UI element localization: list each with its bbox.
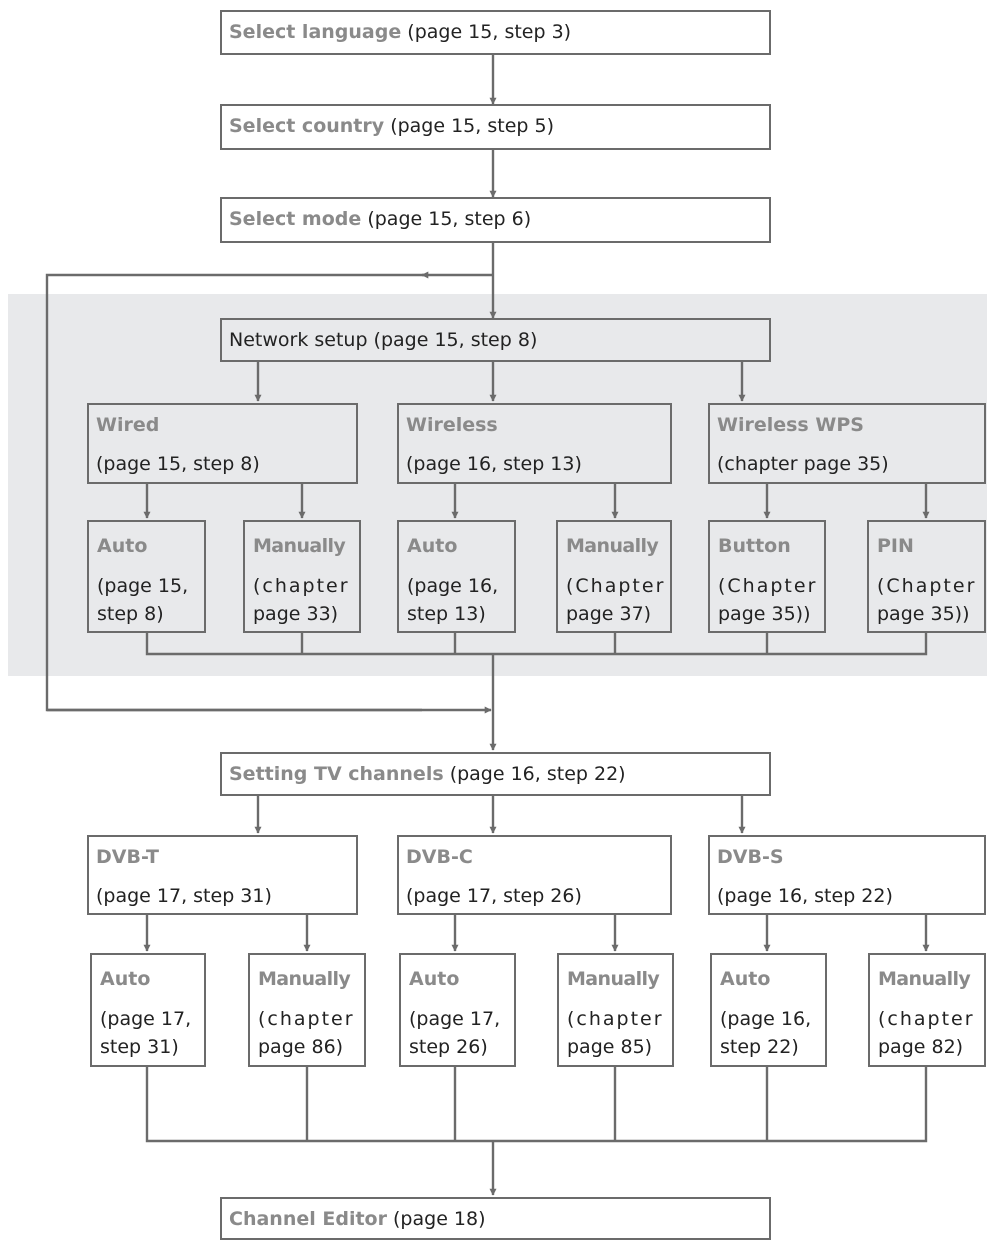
dvb-c-ref: (page 17, step 26)	[406, 885, 582, 907]
setting-tv-channels-title: Setting TV channels	[229, 763, 444, 785]
dvb-t-title: DVB-T	[96, 846, 160, 868]
wps-button-ref-line1: (Chapter	[718, 575, 818, 597]
dvb-s-manual-title: Manually	[878, 968, 971, 990]
wireless-auto-title: Auto	[407, 535, 458, 557]
wireless-auto-ref-line1: (page 16,	[407, 575, 499, 597]
wired-auto-ref-line1: (page 15,	[97, 575, 189, 597]
dvb-c-manual-ref-line1: (chapter	[567, 1008, 664, 1030]
dvb-t-auto-ref-line2: step 31)	[100, 1036, 179, 1058]
dvb-s-auto-title: Auto	[720, 968, 771, 990]
wireless-box: Wireless (page 16, step 13)	[397, 403, 672, 484]
wired-box: Wired (page 15, step 8)	[87, 403, 358, 484]
wireless-auto-box: Auto (page 16, step 13)	[397, 520, 516, 633]
dvb-t-ref: (page 17, step 31)	[96, 885, 272, 907]
dvb-t-manual-title: Manually	[258, 968, 351, 990]
dvb-s-auto-ref-line2: step 22)	[720, 1036, 799, 1058]
wireless-wps-ref: (chapter page 35)	[717, 453, 889, 475]
dvb-c-title: DVB-C	[406, 846, 473, 868]
wps-pin-box: PIN (Chapter page 35))	[867, 520, 986, 633]
channel-editor-box: Channel Editor (page 18)	[220, 1197, 771, 1240]
wireless-manual-title: Manually	[566, 535, 659, 557]
dvb-t-box: DVB-T (page 17, step 31)	[87, 835, 358, 915]
select-country-ref: (page 15, step 5)	[390, 115, 554, 137]
dvb-t-manual-ref-line1: (chapter	[258, 1008, 355, 1030]
network-setup-box: Network setup (page 15, step 8)	[220, 318, 771, 362]
wireless-wps-title: Wireless WPS	[717, 414, 864, 436]
dvb-c-manual-box: Manually (chapter page 85)	[557, 953, 674, 1067]
select-mode-box: Select mode (page 15, step 6)	[220, 197, 771, 243]
select-language-title: Select language	[229, 21, 402, 43]
wireless-title: Wireless	[406, 414, 498, 436]
wireless-manual-box: Manually (Chapter page 37)	[556, 520, 672, 633]
dvb-t-auto-title: Auto	[100, 968, 151, 990]
wired-auto-ref-line2: step 8)	[97, 603, 164, 625]
wireless-manual-ref-line1: (Chapter	[566, 575, 666, 597]
dvb-t-auto-box: Auto (page 17, step 31)	[90, 953, 206, 1067]
dvb-t-manual-box: Manually (chapter page 86)	[248, 953, 366, 1067]
dvb-t-manual-ref-line2: page 86)	[258, 1036, 344, 1058]
dvb-s-auto-box: Auto (page 16, step 22)	[710, 953, 827, 1067]
wireless-auto-ref-line2: step 13)	[407, 603, 486, 625]
dvb-c-manual-ref-line2: page 85)	[567, 1036, 653, 1058]
dvb-c-box: DVB-C (page 17, step 26)	[397, 835, 672, 915]
dvb-t-auto-ref-line1: (page 17,	[100, 1008, 192, 1030]
setting-tv-channels-ref: (page 16, step 22)	[449, 763, 626, 785]
dvb-c-auto-box: Auto (page 17, step 26)	[399, 953, 516, 1067]
wps-pin-ref-line2: page 35))	[877, 603, 970, 625]
wired-title: Wired	[96, 414, 160, 436]
setting-tv-channels-box: Setting TV channels (page 16, step 22)	[220, 752, 771, 796]
select-country-box: Select country (page 15, step 5)	[220, 104, 771, 150]
select-mode-title: Select mode	[229, 208, 362, 230]
wireless-ref: (page 16, step 13)	[406, 453, 582, 475]
dvb-s-manual-box: Manually (chapter page 82)	[868, 953, 986, 1067]
dvb-s-auto-ref-line1: (page 16,	[720, 1008, 812, 1030]
wired-ref: (page 15, step 8)	[96, 453, 260, 475]
wireless-wps-box: Wireless WPS (chapter page 35)	[708, 403, 986, 484]
dvb-s-box: DVB-S (page 16, step 22)	[708, 835, 986, 915]
dvb-s-manual-ref-line1: (chapter	[878, 1008, 975, 1030]
wireless-manual-ref-line2: page 37)	[566, 603, 652, 625]
dvb-c-manual-title: Manually	[567, 968, 660, 990]
wired-manual-title: Manually	[253, 535, 346, 557]
network-setup-label: Network setup (page 15, step 8)	[229, 329, 538, 351]
dvb-s-ref: (page 16, step 22)	[717, 885, 893, 907]
wps-button-title: Button	[718, 535, 791, 557]
wps-pin-title: PIN	[877, 535, 914, 557]
select-country-title: Select country	[229, 115, 385, 137]
wps-button-ref-line2: page 35))	[718, 603, 811, 625]
dvb-s-title: DVB-S	[717, 846, 784, 868]
select-mode-ref: (page 15, step 6)	[367, 208, 532, 230]
dvb-s-manual-ref-line2: page 82)	[878, 1036, 964, 1058]
dvb-c-auto-ref-line1: (page 17,	[409, 1008, 501, 1030]
channel-editor-ref: (page 18)	[393, 1208, 486, 1230]
wired-manual-ref-line1: (chapter	[253, 575, 350, 597]
wps-button-box: Button (Chapter page 35))	[708, 520, 826, 633]
select-language-box: Select language (page 15, step 3)	[220, 10, 771, 55]
dvb-c-auto-ref-line2: step 26)	[409, 1036, 488, 1058]
wired-auto-title: Auto	[97, 535, 148, 557]
channel-editor-title: Channel Editor	[229, 1208, 387, 1230]
dvb-c-auto-title: Auto	[409, 968, 460, 990]
wps-pin-ref-line1: (Chapter	[877, 575, 977, 597]
select-language-ref: (page 15, step 3)	[407, 21, 572, 43]
wired-manual-box: Manually (chapter page 33)	[243, 520, 361, 633]
wired-auto-box: Auto (page 15, step 8)	[87, 520, 206, 633]
wired-manual-ref-line2: page 33)	[253, 603, 339, 625]
